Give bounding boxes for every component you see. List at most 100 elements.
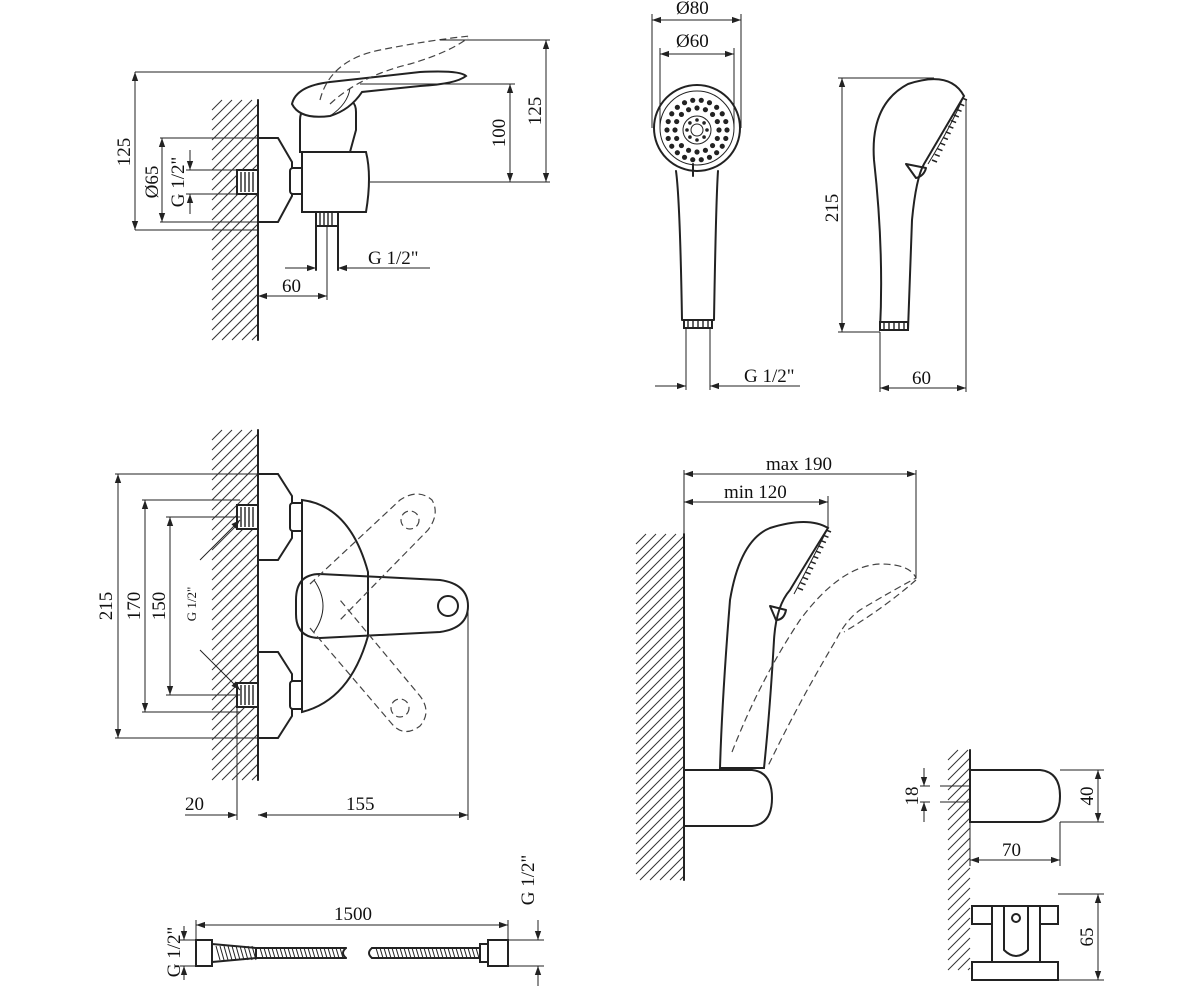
- coil-stripe: [339, 947, 344, 959]
- hatch-line: [947, 887, 971, 911]
- spray-hole: [681, 154, 688, 160]
- dim-hose-thread-right: G 1/2": [518, 855, 539, 906]
- hatch-line: [211, 633, 259, 681]
- hatch-line: [947, 797, 971, 821]
- spray-hole: [702, 121, 706, 125]
- dim-inlet-spacing: 150: [149, 592, 170, 621]
- hatch-line: [211, 193, 259, 241]
- cone-hatch-line: [227, 945, 233, 961]
- coil-stripe: [411, 947, 416, 959]
- hatch-line: [211, 543, 259, 591]
- lower-flange: [257, 651, 293, 739]
- upper-flange: [257, 473, 293, 561]
- spray-hole: [698, 157, 704, 163]
- hatch-line: [635, 625, 685, 675]
- hatch-line: [211, 483, 259, 531]
- hatch-line: [635, 605, 685, 655]
- nozzle-tick: [812, 555, 819, 560]
- hatch-line: [947, 867, 971, 891]
- coil-stripe: [279, 947, 284, 959]
- hatch-line: [211, 603, 259, 651]
- hatch-line: [211, 583, 259, 631]
- dim-head-outer-diameter: Ø80: [676, 0, 709, 19]
- hatch-line: [211, 233, 259, 281]
- spray-hole: [688, 121, 692, 125]
- dim-hose-thread-left: G 1/2": [164, 927, 185, 978]
- hatch-line: [635, 755, 685, 805]
- hatch-line: [221, 743, 259, 781]
- spray-hole: [672, 127, 678, 133]
- hatch-line: [635, 533, 677, 575]
- hatch-line: [635, 785, 685, 835]
- hatch-line: [947, 767, 971, 791]
- spray-hole: [695, 138, 699, 142]
- nozzle-tick: [797, 587, 804, 591]
- cone-hatch-line: [231, 945, 237, 961]
- coil-stripe: [435, 947, 440, 959]
- coil-stripe: [403, 947, 408, 959]
- hatch-line: [211, 653, 259, 701]
- hatch-line: [635, 575, 685, 625]
- dim-spout-height: 100: [489, 119, 510, 148]
- dim-flange-diameter: Ø65: [142, 166, 163, 199]
- dim-holder-width: 65: [1077, 928, 1098, 947]
- spray-hole: [678, 111, 685, 118]
- hatch-line: [947, 837, 971, 861]
- spray-hole: [695, 118, 699, 122]
- dim-wall-offset: 20: [185, 794, 204, 815]
- cone-hatch-line: [247, 945, 253, 961]
- spray-hole: [714, 135, 720, 142]
- hatch-line: [635, 615, 685, 665]
- dim-min-reach: min 120: [724, 482, 787, 503]
- hatch-line: [211, 573, 259, 621]
- hatch-line: [211, 429, 243, 461]
- hatch-line: [211, 593, 259, 641]
- hose-cone-hatch: [215, 945, 257, 961]
- hatch-line: [211, 613, 259, 661]
- coil-stripe: [323, 947, 328, 959]
- spray-hole: [723, 135, 729, 142]
- hatch-line: [659, 855, 685, 881]
- nozzle-tick: [807, 566, 814, 570]
- cone-hatch-line: [219, 945, 225, 961]
- spray-hole: [702, 147, 709, 153]
- spray-hole: [705, 128, 709, 132]
- dim-body-depth: 60: [282, 276, 301, 297]
- dim-flange-span: 215: [96, 592, 117, 621]
- spray-hole: [665, 135, 671, 142]
- mixer-side-view: 125 125 100 Ø65 G 1/2" G 1/2" 60: [114, 35, 550, 341]
- cone-hatch-line: [215, 945, 221, 961]
- hatch-line: [639, 835, 685, 881]
- hatch-line: [211, 113, 259, 161]
- nozzle-tick: [942, 136, 949, 141]
- dim-max-reach: max 190: [766, 454, 832, 475]
- dim-head-inner-diameter: Ø60: [676, 31, 709, 52]
- spray-hole: [688, 135, 692, 139]
- wall-hatching: [211, 99, 971, 971]
- nozzle-tick: [818, 545, 824, 549]
- hatch-line: [947, 749, 969, 771]
- hatch-line: [211, 463, 259, 511]
- hatch-line: [635, 815, 685, 865]
- spray-holes: [664, 97, 730, 163]
- hatch-line: [947, 857, 971, 881]
- coil-stripe: [383, 947, 388, 959]
- dim-lever-projection: 155: [346, 794, 375, 815]
- hatch-line: [635, 675, 685, 725]
- spray-hole: [669, 111, 675, 117]
- spray-hole: [674, 135, 680, 142]
- coil-stripe: [427, 947, 432, 959]
- hatch-line: [211, 103, 259, 151]
- hatch-line: [635, 725, 685, 775]
- lever-raised-outline: [319, 35, 471, 101]
- nozzle-tick: [802, 576, 809, 581]
- coil-stripe: [415, 947, 420, 959]
- hatch-line: [947, 907, 971, 931]
- hatch-line: [211, 553, 259, 601]
- nozzle-tick: [805, 571, 811, 575]
- hatch-line: [211, 443, 259, 491]
- spray-hole: [714, 104, 720, 110]
- hatch-line: [211, 453, 259, 501]
- spray-hole: [719, 143, 725, 149]
